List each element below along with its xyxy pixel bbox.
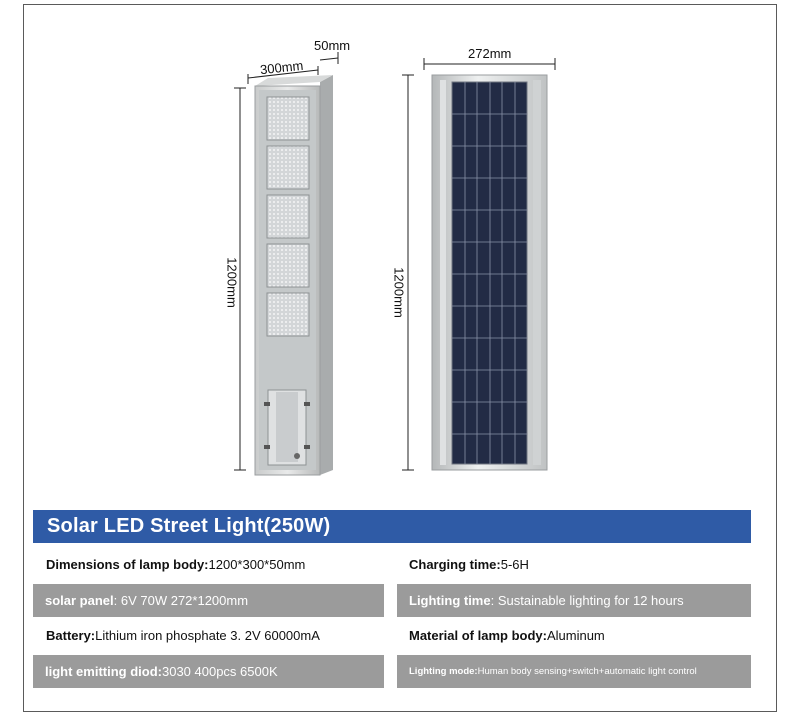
spec-lighting-mode-value: Human body sensing+switch+automatic ligh…: [477, 666, 697, 677]
dimension-height-left-label: 1200mm: [224, 257, 240, 308]
spec-lighting-time: Lighting time: Sustainable lighting for …: [397, 584, 751, 617]
spec-lighting-time-value: : Sustainable lighting for 12 hours: [490, 593, 684, 608]
spec-solar-panel: solar panel: 6V 70W 272*1200mm: [33, 584, 384, 617]
page-frame: [23, 4, 777, 712]
spec-dimensions-value: 1200*300*50mm: [208, 557, 306, 572]
spec-diode: light emitting diod:3030 400pcs 6500K: [33, 655, 384, 688]
spec-dimensions-label: Dimensions of lamp body:: [46, 557, 209, 572]
spec-charging: Charging time:5-6H: [409, 557, 529, 572]
dimension-height-right-label: 1200mm: [391, 267, 407, 318]
led-module: [266, 243, 310, 288]
mounting-bracket: [264, 389, 310, 466]
led-module: [266, 292, 310, 337]
spec-solar-panel-label: solar panel: [45, 593, 114, 608]
spec-material: Material of lamp body:Aluminum: [409, 628, 605, 643]
spec-solar-panel-value: : 6V 70W 272*1200mm: [113, 593, 249, 608]
dimension-lines-left: [234, 52, 339, 471]
product-title-banner: Solar LED Street Light(250W): [33, 510, 751, 543]
led-module: [266, 194, 310, 239]
product-illustration: [234, 52, 556, 476]
spec-dimensions: Dimensions of lamp body:1200*300*50mm: [46, 557, 305, 572]
spec-material-label: Material of lamp body:: [409, 628, 547, 643]
spec-charging-value: 5-6H: [500, 557, 529, 572]
spec-battery-value: Lithium iron phosphate 3. 2V 60000mA: [95, 628, 320, 643]
dimension-depth-label: 50mm: [314, 38, 351, 53]
spec-diode-value: 3030 400pcs 6500K: [161, 664, 278, 679]
spec-lighting-mode: Lighting mode:Human body sensing+switch+…: [397, 655, 751, 688]
dimension-panel-width-label: 272mm: [468, 46, 512, 61]
spec-charging-label: Charging time:: [409, 557, 501, 572]
led-module: [266, 145, 310, 190]
spec-material-value: Aluminum: [546, 628, 605, 643]
spec-diode-label: light emitting diod:: [45, 664, 162, 679]
lamp-front-view: [254, 75, 333, 476]
spec-battery: Battery:Lithium iron phosphate 3. 2V 600…: [46, 628, 320, 643]
solar-panel-view: [431, 74, 548, 471]
dimension-lines-right: [402, 58, 556, 471]
led-module: [266, 96, 310, 141]
spec-battery-label: Battery:: [46, 628, 96, 643]
spec-lighting-mode-label: Lighting mode:: [409, 666, 478, 677]
spec-lighting-time-label: Lighting time: [409, 593, 491, 608]
